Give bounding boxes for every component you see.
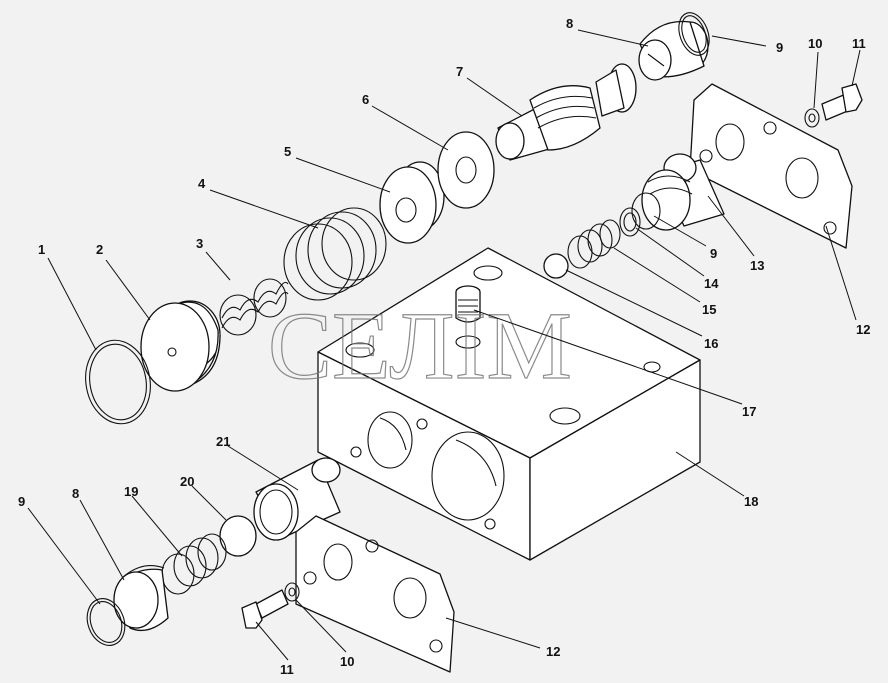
- ball-16: [543, 253, 569, 279]
- o-ring-9-middle: [631, 192, 661, 230]
- piston-5: [379, 161, 445, 244]
- callout-10-top: 10: [808, 36, 822, 51]
- o-ring-1: [85, 339, 151, 425]
- callout-18: 18: [744, 494, 758, 509]
- callout-19: 19: [124, 484, 138, 499]
- bolt-11-top: [821, 83, 863, 121]
- sleeve-13: [641, 153, 725, 231]
- spring-4: [283, 207, 387, 301]
- callout-7: 7: [456, 64, 463, 79]
- bolt-11-bottom: [241, 589, 289, 629]
- callout-labels: 1 2 3 4 5 6 7 8 9 10 11 12 13 9 14 15 16…: [18, 16, 870, 677]
- callout-10-bottom: 10: [340, 654, 354, 669]
- callout-4: 4: [198, 176, 206, 191]
- callout-8-bottom: 8: [72, 486, 79, 501]
- callout-6: 6: [362, 92, 369, 107]
- plug-8-bottom: [113, 565, 169, 632]
- callout-14: 14: [704, 276, 719, 291]
- callout-16: 16: [704, 336, 718, 351]
- callout-9-top: 9: [776, 40, 783, 55]
- callout-12-bottom: 12: [546, 644, 560, 659]
- washer-10-bottom: [284, 582, 300, 602]
- callout-9-bottom: 9: [18, 494, 25, 509]
- callout-21: 21: [216, 434, 230, 449]
- spring-19: [161, 533, 227, 595]
- ring-14: [619, 207, 641, 237]
- plug-17: [455, 285, 481, 349]
- callout-8-top: 8: [566, 16, 573, 31]
- washer-10-top: [804, 108, 820, 128]
- cover-cap-2: [140, 300, 221, 392]
- o-ring-9-top: [678, 12, 710, 56]
- callout-3: 3: [196, 236, 203, 251]
- spool-7: [495, 63, 637, 161]
- flange-plate-12-bottom: [295, 515, 455, 673]
- callout-11-bottom: 11: [280, 662, 294, 677]
- spring-3: [219, 278, 289, 336]
- callout-17: 17: [742, 404, 756, 419]
- valve-block-body: [317, 247, 701, 561]
- leader-lines: [27, 29, 861, 661]
- callout-20: 20: [180, 474, 194, 489]
- callout-15: 15: [702, 302, 716, 317]
- callout-11-top: 11: [852, 36, 866, 51]
- callout-1: 1: [38, 242, 45, 257]
- disc-20: [219, 515, 257, 557]
- callout-9-middle: 9: [710, 246, 717, 261]
- watermark-text: СЕЛІМ: [268, 292, 572, 399]
- callout-5: 5: [284, 144, 291, 159]
- spring-15: [567, 219, 621, 269]
- washer-6: [437, 131, 495, 209]
- callout-2: 2: [96, 242, 103, 257]
- plug-8-top: [638, 20, 709, 81]
- callout-12-top: 12: [856, 322, 870, 337]
- callout-13: 13: [750, 258, 764, 273]
